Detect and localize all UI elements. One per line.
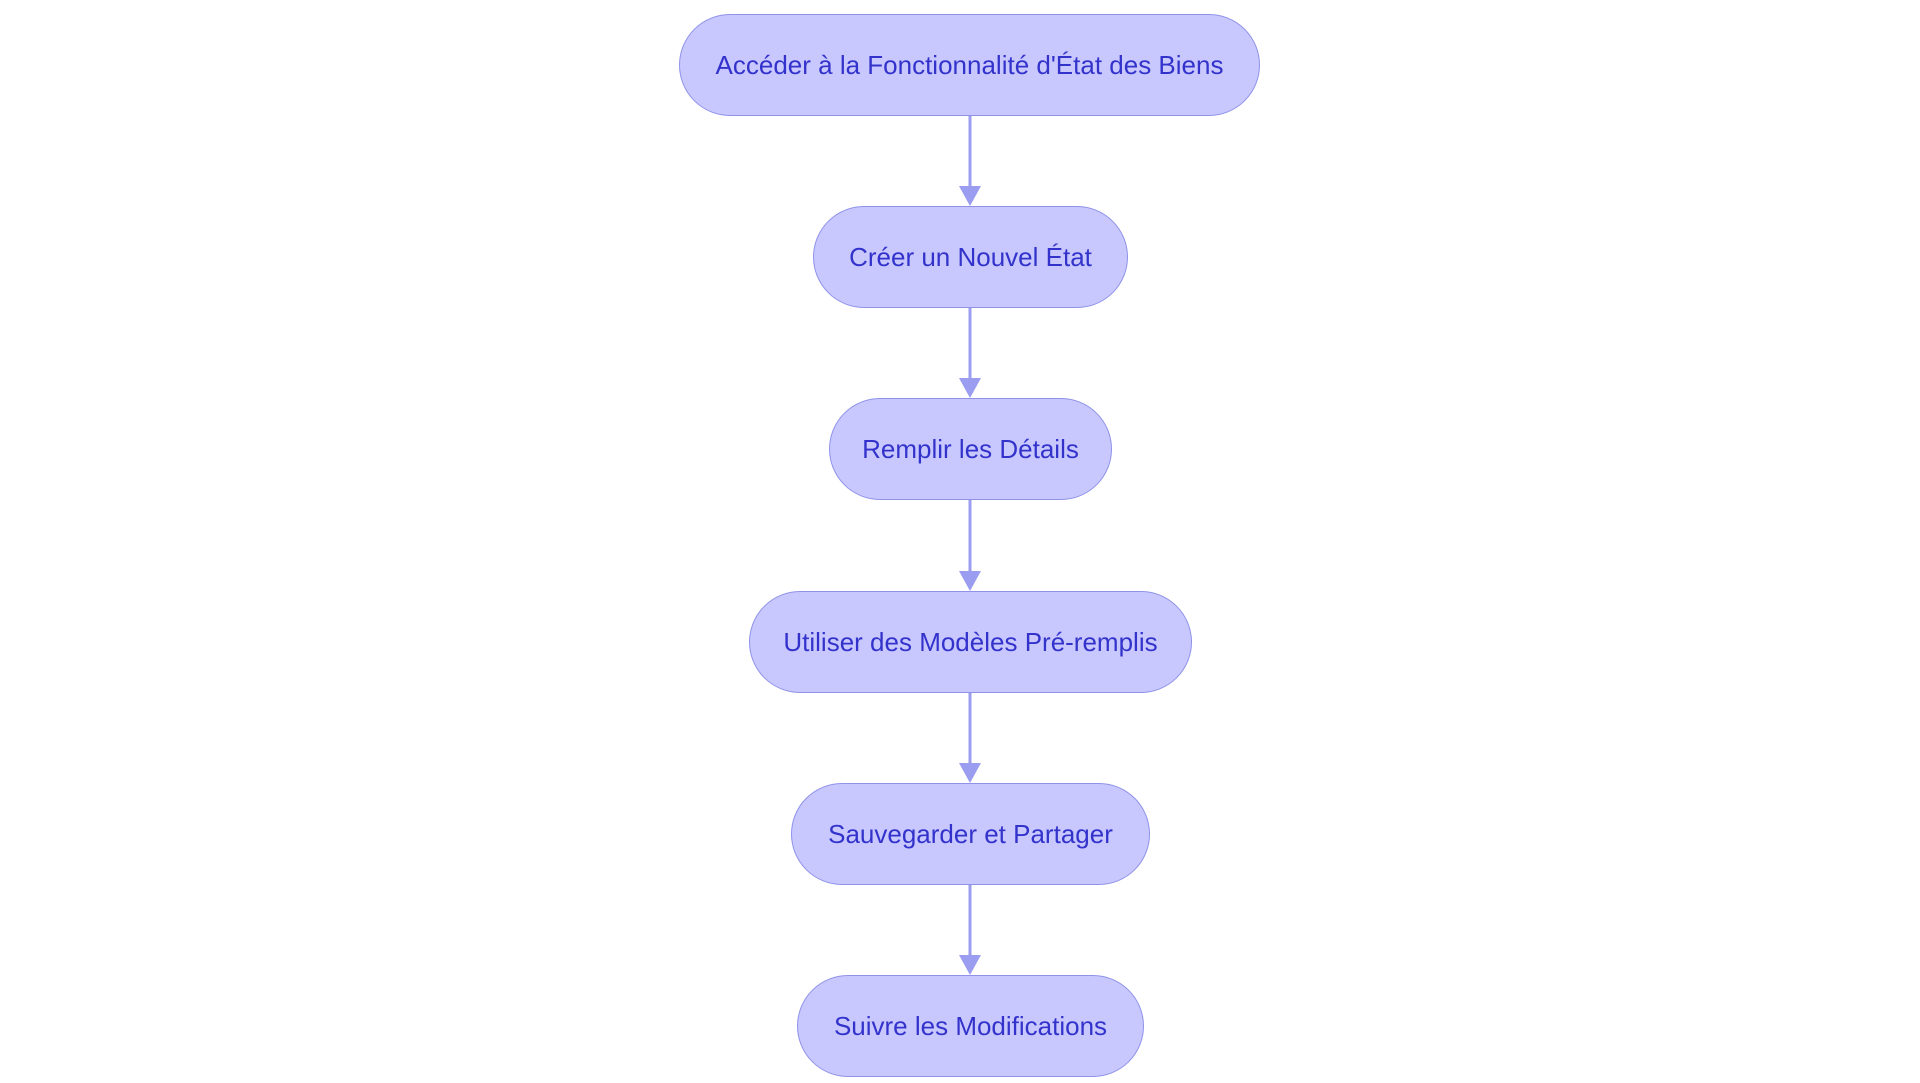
- node-acceder-fonctionnalite: Accéder à la Fonctionnalité d'État des B…: [679, 14, 1260, 116]
- node-label: Accéder à la Fonctionnalité d'État des B…: [715, 49, 1224, 80]
- arrowhead-icon: [959, 763, 981, 783]
- edge-n5-n6: [959, 885, 981, 975]
- arrowhead-icon: [959, 378, 981, 398]
- edge-n3-n4: [959, 500, 981, 591]
- node-remplir-details: Remplir les Détails: [829, 398, 1112, 500]
- node-creer-nouvel-etat: Créer un Nouvel État: [813, 206, 1128, 308]
- node-utiliser-modeles: Utiliser des Modèles Pré-remplis: [749, 591, 1192, 693]
- edge-n1-n2: [959, 116, 981, 206]
- node-suivre-modifications: Suivre les Modifications: [797, 975, 1144, 1077]
- node-label: Remplir les Détails: [862, 433, 1079, 464]
- node-label: Sauvegarder et Partager: [828, 818, 1113, 849]
- arrowhead-icon: [959, 955, 981, 975]
- node-label: Créer un Nouvel État: [849, 241, 1092, 272]
- arrowhead-icon: [959, 571, 981, 591]
- node-sauvegarder-partager: Sauvegarder et Partager: [791, 783, 1150, 885]
- edge-n2-n3: [959, 308, 981, 398]
- arrowhead-icon: [959, 186, 981, 206]
- edge-n4-n5: [959, 693, 981, 783]
- node-label: Utiliser des Modèles Pré-remplis: [783, 626, 1158, 657]
- node-label: Suivre les Modifications: [833, 1010, 1108, 1041]
